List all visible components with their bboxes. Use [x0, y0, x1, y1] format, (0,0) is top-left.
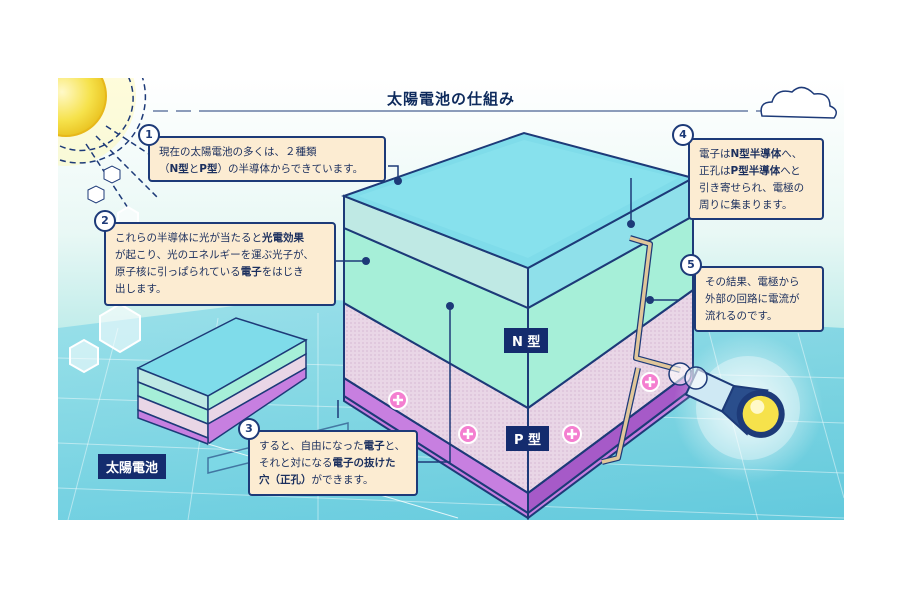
step-badge-3: 3: [238, 418, 260, 440]
callout-text: をはじき: [261, 266, 304, 278]
callout-text: すると、自由になった: [259, 440, 364, 452]
callout-text: 出します。: [115, 283, 167, 295]
step-badge-5: 5: [680, 254, 702, 276]
callout-line: 電子はN型半導体へ、: [699, 146, 813, 163]
callout-line: すると、自由になった電子と、: [259, 438, 407, 455]
callout-text: へ、: [781, 148, 803, 160]
callout-line: 出します。: [115, 281, 325, 298]
leader-dots: [362, 177, 654, 310]
callout-line: 正孔はP型半導体へと: [699, 163, 813, 180]
callout-text: 正孔は: [699, 165, 731, 177]
light-bulb-icon: [668, 333, 823, 483]
callout-text: それと対になる: [259, 457, 333, 469]
callout-line: が起こり、光のエネルギーを運ぶ光子が、: [115, 247, 325, 264]
callout-text: （: [159, 163, 170, 175]
callout-line: 外部の回路に電流が: [705, 291, 813, 308]
callout-emphasis: 電子: [240, 266, 262, 278]
p-type-label: P 型: [506, 426, 550, 451]
callout-line: 原子核に引っぱられている電子をはじき: [115, 264, 325, 281]
callout-text: 電子は: [699, 148, 731, 160]
callout-emphasis: N型: [169, 163, 189, 175]
sun-icon: [58, 78, 179, 209]
callout-1: 現在の太陽電池の多くは、２種類 （N型とP型）の半導体からできています。: [148, 136, 386, 182]
callout-2: これらの半導体に光が当たると光電効果 が起こり、光のエネルギーを運ぶ光子が、 原…: [104, 222, 336, 306]
callout-emphasis: 電子: [363, 440, 385, 452]
main-solar-cell-block: [341, 131, 696, 520]
callout-text: 外部の回路に電流が: [705, 293, 800, 305]
callout-line: 流れるのです。: [705, 308, 813, 325]
cloud-icon: [760, 86, 837, 119]
callout-text: 原子核に引っぱられている: [115, 266, 241, 278]
callout-text: これらの半導体に光が当たると: [115, 232, 262, 244]
hole-plus-icons: [388, 372, 660, 444]
callout-emphasis: 穴（正孔）: [259, 474, 312, 486]
electrode-wire: [601, 235, 681, 465]
callout-emphasis: P型: [199, 163, 218, 175]
callout-emphasis: N型半導体: [730, 148, 782, 160]
callout-3: すると、自由になった電子と、 それと対になる電子の抜けた 穴（正孔）ができます。: [248, 430, 418, 496]
callout-text: と、: [384, 440, 406, 452]
callout-line: 穴（正孔）ができます。: [259, 472, 407, 489]
step-badge-2: 2: [94, 210, 116, 232]
callout-text: 引き寄せられ、電極の: [699, 182, 805, 194]
callout-emphasis: P型半導体: [730, 165, 781, 177]
callout-text: 周りに集まります。: [699, 199, 793, 211]
small-solar-cell: [136, 317, 459, 519]
callout-text: ができます。: [311, 474, 374, 486]
diagram-stage: 太陽電池の仕組み 現在の太陽電池の多くは、２種類 （N型とP型）の半導体からでき…: [58, 78, 844, 520]
callout-line: 現在の太陽電池の多くは、２種類: [159, 144, 375, 161]
callout-4: 電子はN型半導体へ、 正孔はP型半導体へと 引き寄せられ、電極の 周りに集まりま…: [688, 138, 824, 220]
callout-text: と: [188, 163, 200, 175]
n-type-label: N 型: [504, 328, 549, 353]
callout-line: これらの半導体に光が当たると光電効果: [115, 230, 325, 247]
callout-text: 現在の太陽電池の多くは、２種類: [159, 146, 317, 158]
callout-text: ）の半導体からできています。: [217, 163, 364, 175]
callout-line: 周りに集まります。: [699, 197, 813, 214]
callout-text: へと: [780, 165, 801, 177]
solar-cell-label: 太陽電池: [98, 454, 167, 479]
callout-line: （N型とP型）の半導体からできています。: [159, 161, 375, 178]
callout-5: その結果、電極から 外部の回路に電流が 流れるのです。: [694, 266, 824, 332]
callout-text: 流れるのです。: [705, 310, 778, 322]
callout-text: その結果、電極から: [705, 276, 800, 288]
callout-text: が起こり、光のエネルギーを運ぶ光子が、: [115, 249, 314, 261]
callout-line: その結果、電極から: [705, 274, 813, 291]
callout-emphasis: 光電効果: [262, 232, 304, 244]
step-badge-1: 1: [138, 124, 160, 146]
callout-emphasis: 電子の抜けた: [332, 457, 396, 469]
step-badge-4: 4: [672, 124, 694, 146]
callout-line: それと対になる電子の抜けた: [259, 455, 407, 472]
callout-line: 引き寄せられ、電極の: [699, 180, 813, 197]
page-title: 太陽電池の仕組み: [386, 90, 515, 108]
